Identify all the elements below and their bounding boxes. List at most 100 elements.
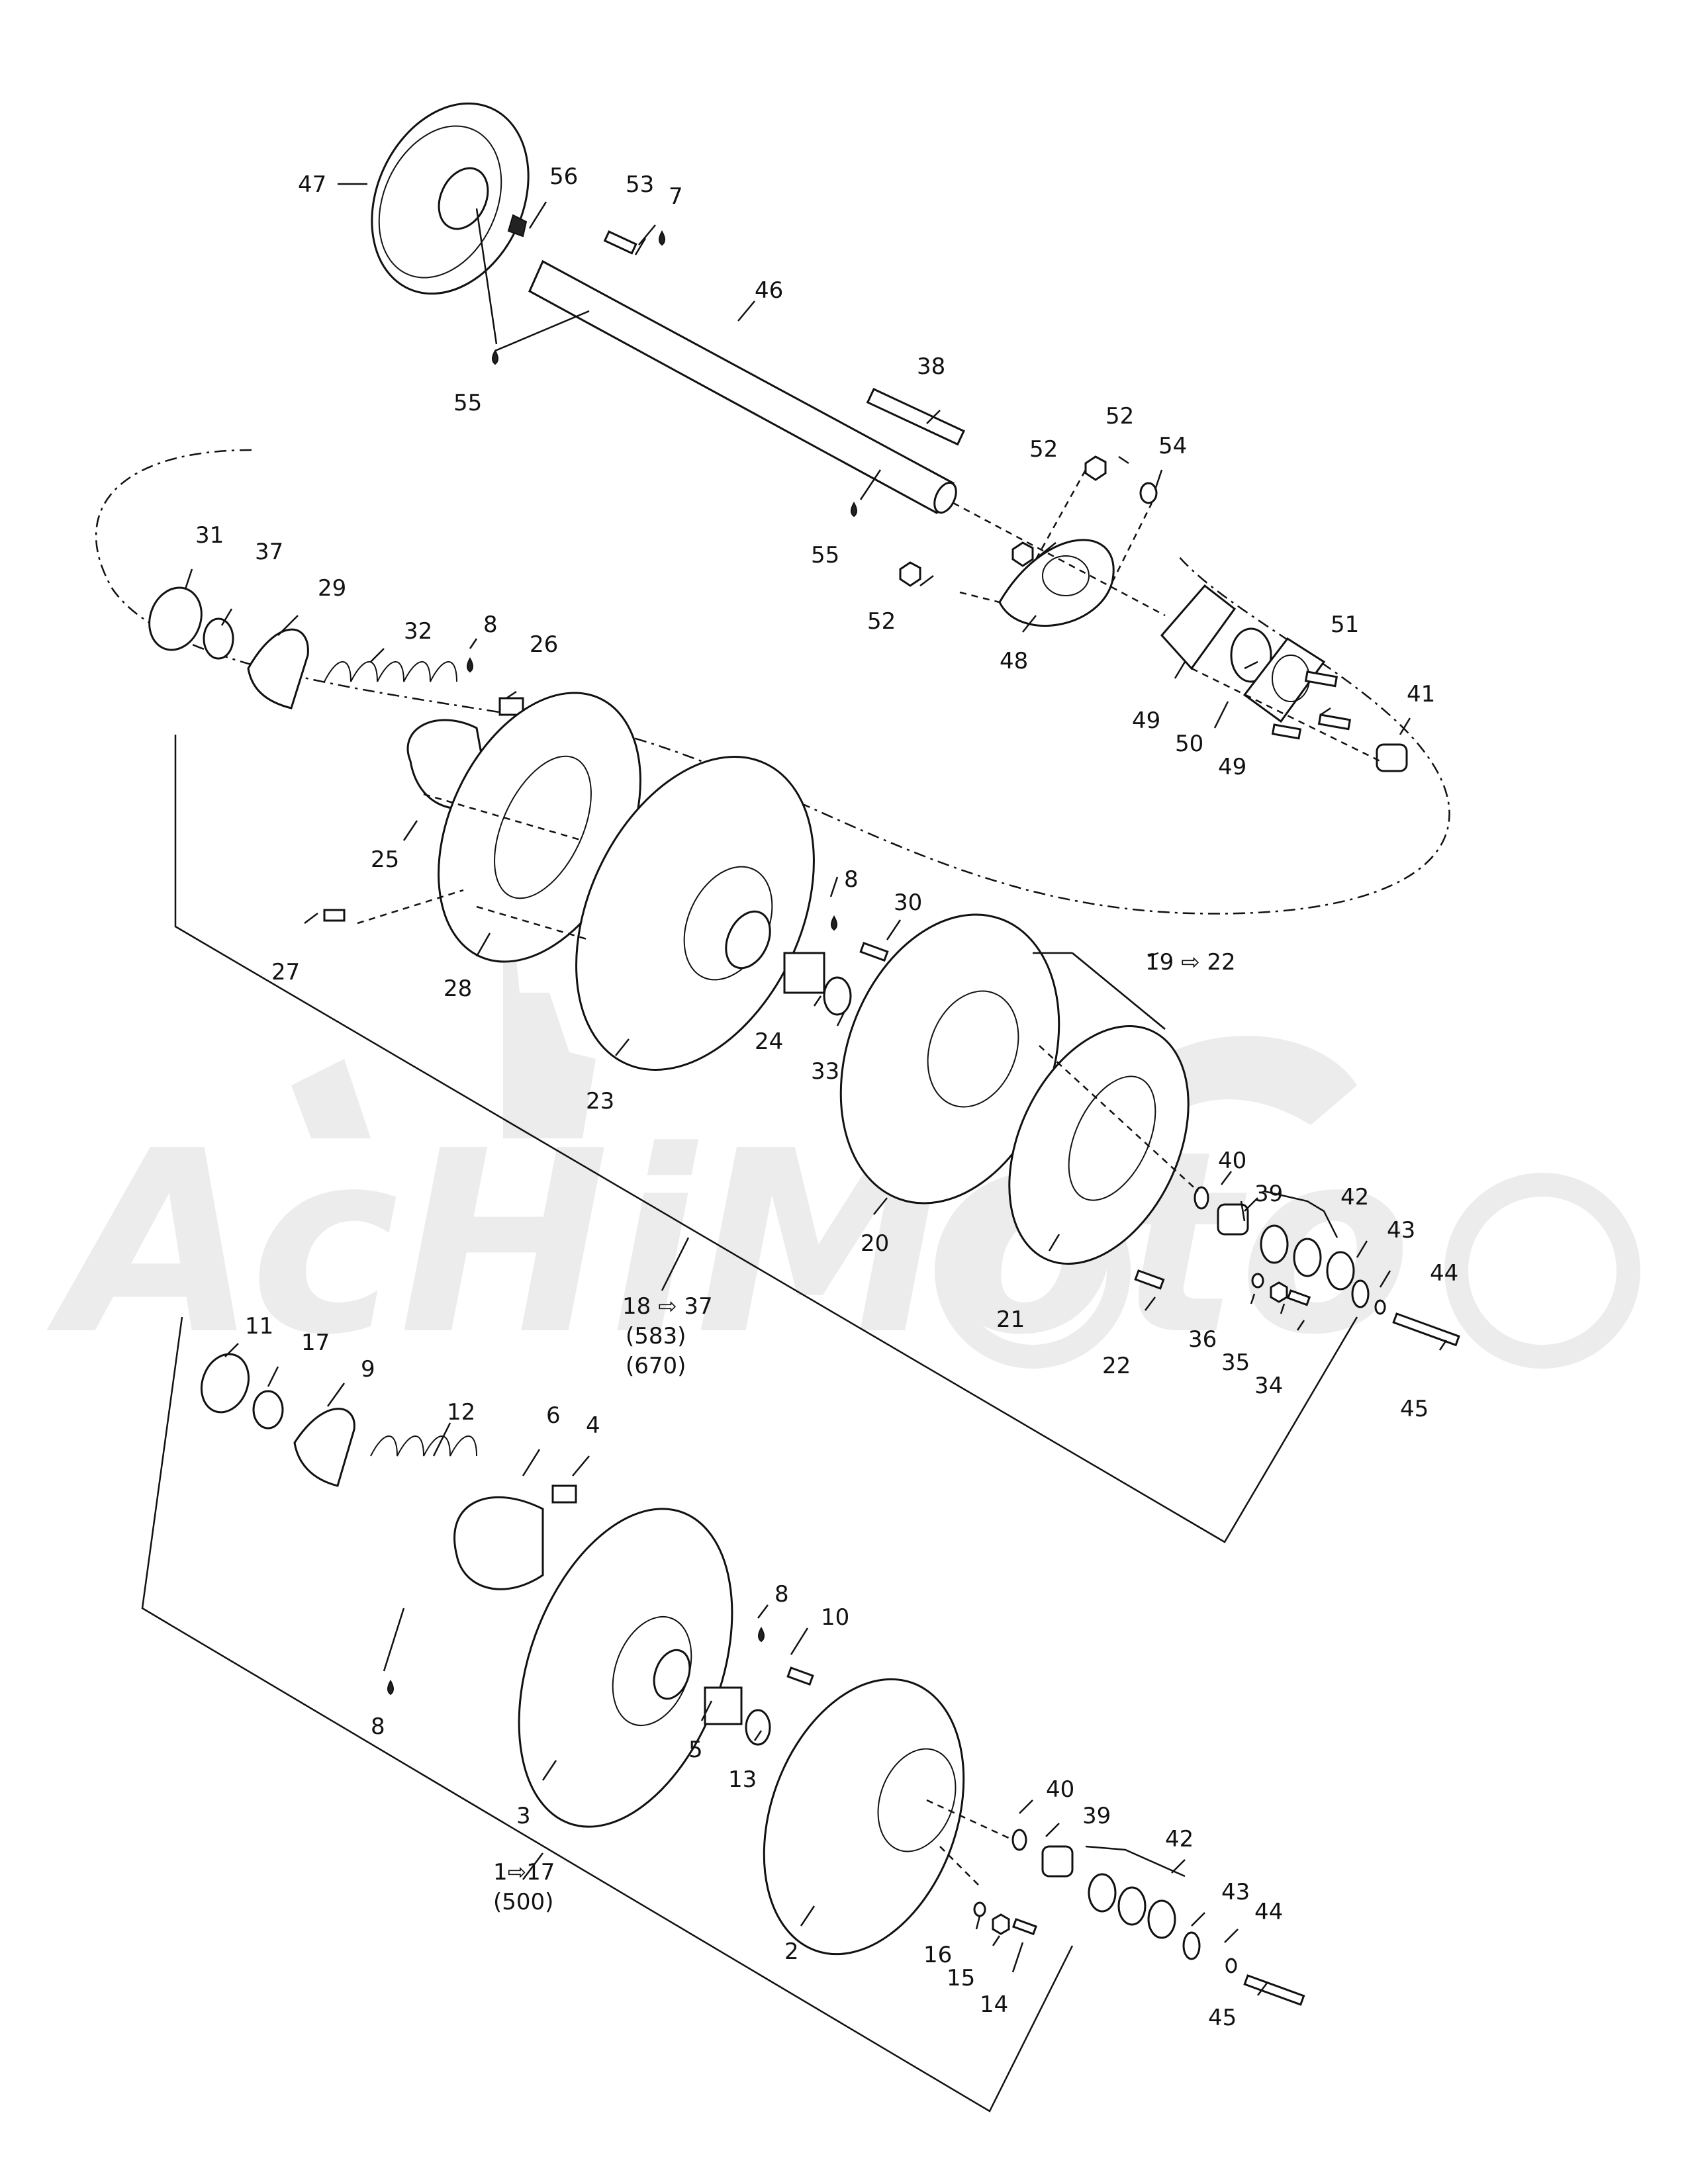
label-30: 30 (894, 889, 922, 916)
part-32-spring (324, 661, 457, 682)
label-9: 9 (361, 1356, 375, 1383)
grease-icon-8b (831, 915, 837, 931)
label-8-d: 8 (371, 1713, 385, 1740)
label-6: 6 (546, 1402, 561, 1429)
label-1-17: 1⇨17 (493, 1859, 555, 1886)
label-29: 29 (318, 575, 346, 602)
label-18-37: 18 ⇨ 37 (622, 1293, 713, 1320)
grease-icon-8d (387, 1679, 394, 1696)
label-10: 10 (821, 1604, 849, 1631)
grease-markers (387, 230, 857, 1696)
label-19-22: 19 ⇨ 22 (1145, 949, 1236, 976)
part-37-washer (203, 617, 234, 660)
part-53-key (603, 230, 637, 255)
part-40-washer-b (1011, 1829, 1027, 1851)
label-2: 2 (784, 1938, 799, 1965)
part-52-nut-b (1084, 455, 1107, 481)
part-45-bolt-b (1243, 1974, 1305, 2006)
label-50: 50 (1175, 731, 1203, 757)
label-20: 20 (861, 1230, 889, 1257)
assembly-bracket-lines (141, 735, 1358, 2113)
label-53: 53 (626, 171, 654, 198)
label-56: 56 (549, 163, 578, 190)
part-9-cam (293, 1408, 355, 1487)
part-42-shim-b3 (1147, 1899, 1176, 1939)
label-11: 11 (245, 1313, 273, 1340)
part-43-washer-b (1182, 1931, 1201, 1960)
label-500: (500) (493, 1889, 553, 1915)
part-39-roller-a (1217, 1203, 1249, 1236)
label-36: 36 (1188, 1326, 1217, 1353)
part-38-key (866, 388, 965, 446)
label-21: 21 (996, 1306, 1025, 1333)
label-46: 46 (755, 277, 783, 304)
grease-icon-8c (758, 1626, 765, 1643)
label-31: 31 (195, 522, 224, 549)
leader-lines (184, 183, 1448, 1996)
part-42-shim-a3 (1326, 1251, 1355, 1291)
label-38: 38 (917, 353, 945, 380)
part-40-washer-a (1194, 1186, 1209, 1210)
part-42-shim-b2 (1117, 1886, 1147, 1926)
part-50-bearing (1230, 627, 1272, 683)
part-labels: 47 56 53 7 46 55 38 52 52 54 55 52 48 51… (195, 163, 1458, 2031)
label-39-a: 39 (1254, 1181, 1283, 1207)
part-44-washer-b (1225, 1958, 1237, 1974)
label-49-b: 49 (1218, 754, 1246, 780)
part-29-cam (247, 628, 309, 709)
label-12: 12 (447, 1399, 475, 1426)
part-51-bolt-a (1304, 670, 1338, 688)
label-45-a: 45 (1400, 1396, 1429, 1422)
label-16: 16 (923, 1942, 952, 1968)
part-42-shim-a2 (1293, 1238, 1322, 1277)
part-49-flange-b (1243, 637, 1326, 723)
label-41: 41 (1407, 681, 1435, 707)
part-30-key (859, 942, 889, 962)
label-42-a: 42 (1340, 1184, 1369, 1210)
secondary-assembly-583-670 (148, 586, 1460, 1347)
part-4-slider (551, 1484, 577, 1504)
part-41-spacer (1376, 743, 1408, 772)
label-52-c: 52 (867, 608, 896, 635)
label-33: 33 (811, 1058, 839, 1085)
part-56 (507, 214, 528, 238)
label-14: 14 (980, 1991, 1008, 2018)
label-39-b: 39 (1082, 1803, 1111, 1829)
label-28: 28 (444, 976, 472, 1002)
label-42-b: 42 (1165, 1826, 1194, 1852)
part-36-washer (1251, 1273, 1264, 1289)
label-44-a: 44 (1430, 1260, 1458, 1287)
part-33-washer (823, 976, 852, 1016)
part-31-ring (148, 586, 203, 651)
label-48: 48 (1000, 648, 1028, 674)
part-43-washer-a (1351, 1279, 1370, 1308)
label-51: 51 (1331, 612, 1359, 638)
label-4: 4 (586, 1412, 600, 1439)
label-23: 23 (586, 1088, 614, 1115)
label-7: 7 (669, 183, 683, 210)
part-11-ring (201, 1353, 250, 1414)
label-43-b: 43 (1221, 1879, 1250, 1905)
grease-icon-55a (492, 349, 498, 365)
part-44-washer-a (1374, 1299, 1386, 1315)
part-2-sheave (763, 1678, 965, 1956)
label-47: 47 (298, 171, 326, 198)
part-6-cup (453, 1496, 544, 1590)
part-35-nut (1270, 1281, 1288, 1303)
part-42-shim-b1 (1088, 1873, 1117, 1913)
label-54: 54 (1158, 433, 1187, 459)
part-10-key (786, 1666, 814, 1686)
label-670: (670) (626, 1353, 686, 1379)
label-8-a: 8 (483, 612, 498, 638)
part-34-stud (1286, 1289, 1311, 1306)
part-13-washer (745, 1709, 771, 1746)
label-15: 15 (947, 1965, 975, 1991)
label-583: (583) (626, 1323, 686, 1349)
part-22-screw (1134, 1269, 1165, 1290)
part-27-screw (323, 909, 346, 922)
label-52-a: 52 (1105, 403, 1134, 430)
part-14-stud (1011, 1918, 1037, 1936)
label-25: 25 (371, 846, 399, 873)
